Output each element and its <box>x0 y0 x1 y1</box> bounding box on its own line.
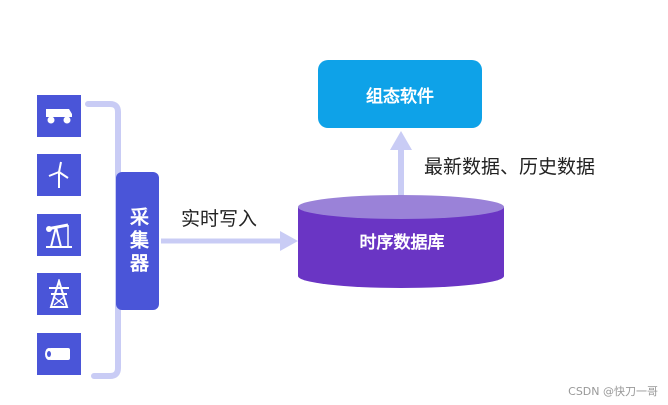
oil-pump-icon <box>46 223 72 248</box>
write-arrow <box>161 231 298 251</box>
watermark: CSDN @快刀一哥 <box>568 385 658 398</box>
software-label: 组态软件 <box>366 86 434 107</box>
database-label: 时序数据库 <box>359 233 445 253</box>
device-power-tower <box>37 273 81 315</box>
power-tower-icon <box>49 279 69 308</box>
write-label: 实时写入 <box>181 208 258 230</box>
read-arrow <box>390 131 412 197</box>
device-pipe <box>37 333 81 375</box>
read-label: 最新数据、历史数据 <box>424 156 596 178</box>
collector-label: 采集器 <box>127 206 149 276</box>
database-cylinder <box>298 195 504 288</box>
device-wind-turbine <box>37 154 81 196</box>
device-oil-pump <box>37 214 81 256</box>
collector-box: 采集器 <box>116 172 159 310</box>
truck-icon <box>46 109 72 124</box>
device-truck <box>37 95 81 137</box>
pipe-icon <box>45 348 70 360</box>
software-box: 组态软件 <box>318 60 482 128</box>
wind-turbine-icon <box>48 161 69 188</box>
